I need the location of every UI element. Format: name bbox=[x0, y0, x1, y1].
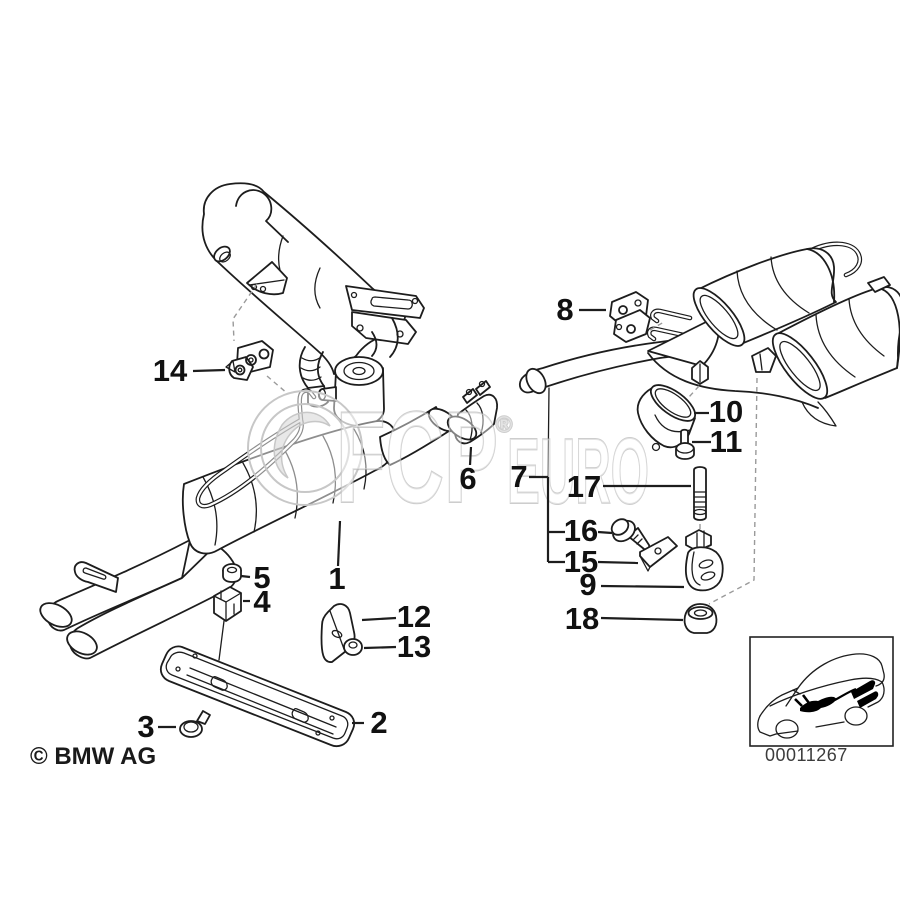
pipe-hanger-tab bbox=[691, 360, 709, 385]
callout-6: 6 bbox=[459, 461, 476, 496]
nut-part-5 bbox=[222, 563, 242, 583]
assembly-line-4 bbox=[218, 620, 225, 661]
silencer-cylinder-right bbox=[771, 276, 900, 400]
screw-part-3 bbox=[179, 710, 211, 738]
callout-10: 10 bbox=[709, 394, 743, 429]
callout-16: 16 bbox=[564, 513, 598, 548]
callout-18: 18 bbox=[565, 601, 599, 636]
car-sketch bbox=[757, 653, 885, 739]
callout-8: 8 bbox=[556, 292, 573, 327]
rear-muffler-assembly bbox=[518, 241, 900, 460]
callout-leader-15 bbox=[597, 560, 639, 565]
callout-leader-5 bbox=[240, 574, 251, 579]
callout-leader-9 bbox=[600, 584, 685, 589]
callout-9: 9 bbox=[579, 567, 596, 602]
copyright-text: © BMW AG bbox=[30, 743, 156, 770]
muffler-underside bbox=[647, 352, 819, 409]
clamp-part-6 bbox=[446, 380, 498, 445]
callout-7: 7 bbox=[510, 459, 527, 494]
rubber-mount-part-9 bbox=[685, 529, 724, 592]
diagram-number: 00011267 bbox=[765, 745, 848, 765]
silencer-cylinder-left bbox=[692, 247, 837, 347]
muffler-bracket-tab bbox=[751, 347, 777, 373]
callout-leader-18 bbox=[600, 616, 684, 622]
leader-line-7-vertical bbox=[547, 387, 550, 478]
manifold-assembly bbox=[201, 182, 425, 427]
triangle-gusset bbox=[246, 261, 288, 296]
connecting-pipe bbox=[805, 241, 863, 278]
callout-bracket-7 bbox=[546, 477, 565, 564]
callout-leader-14 bbox=[192, 368, 226, 373]
assembly-dash-right bbox=[708, 377, 758, 605]
watermark-fcp: FCP bbox=[336, 384, 498, 530]
callout-leader-16 bbox=[597, 530, 613, 535]
bolt-part-11 bbox=[675, 428, 695, 460]
stud-part-17 bbox=[693, 466, 707, 521]
clamp-part-4 bbox=[213, 586, 242, 622]
grommet-part-18 bbox=[683, 603, 718, 634]
watermark-logo-circle bbox=[247, 390, 363, 506]
car-inset: 00011267 bbox=[749, 636, 894, 765]
callout-4: 4 bbox=[253, 584, 271, 619]
watermark-euro: EURO bbox=[507, 419, 649, 523]
callout-1: 1 bbox=[328, 561, 345, 596]
callout-12: 12 bbox=[397, 599, 431, 634]
bracket-part-8 bbox=[609, 291, 651, 343]
callout-5: 5 bbox=[253, 560, 270, 595]
callout-leader-1 bbox=[336, 520, 342, 567]
watermark-registered: ® bbox=[496, 412, 512, 437]
nut-part-13 bbox=[343, 638, 363, 656]
callout-17: 17 bbox=[567, 469, 601, 504]
callout-13: 13 bbox=[397, 629, 431, 664]
muffler-mounting-pins bbox=[646, 308, 693, 342]
mounting-plate-bracket bbox=[345, 285, 425, 345]
tailpipe-hint bbox=[801, 401, 837, 427]
mounting-plate-part-2 bbox=[159, 645, 356, 748]
callout-leader-12 bbox=[361, 616, 397, 622]
sensor-boss bbox=[213, 245, 231, 263]
callout-2: 2 bbox=[370, 705, 387, 740]
callout-14: 14 bbox=[153, 353, 188, 388]
bracket-part-14 bbox=[225, 340, 274, 381]
callout-leader-6 bbox=[468, 446, 473, 466]
callout-15: 15 bbox=[564, 544, 598, 579]
plate-part-15 bbox=[639, 536, 678, 572]
callout-11: 11 bbox=[710, 424, 743, 459]
callout-leader-13 bbox=[363, 645, 397, 650]
car-inset-box bbox=[749, 636, 894, 747]
callout-3: 3 bbox=[137, 709, 154, 744]
